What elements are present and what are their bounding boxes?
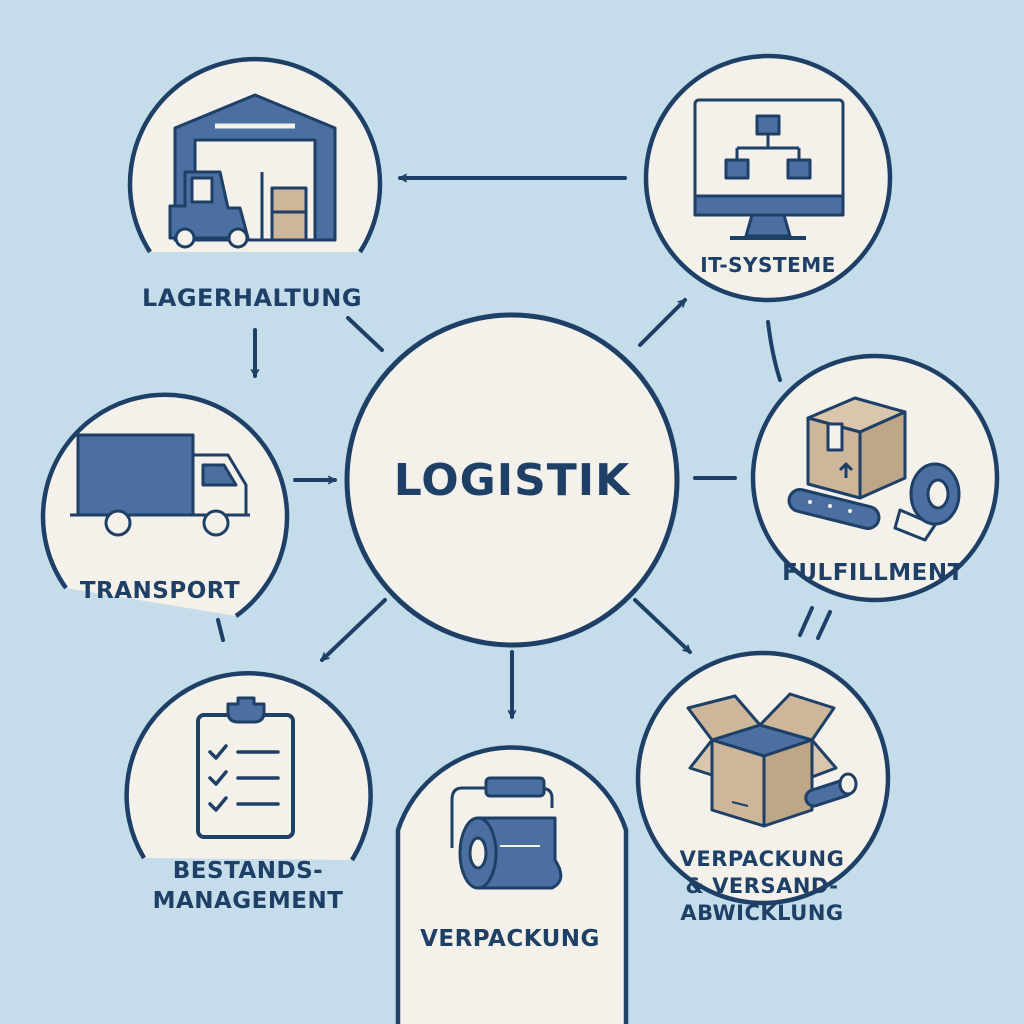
package-conveyor-icon: [787, 396, 961, 542]
bestandsmanagement-label-line1: BESTANDS-: [173, 858, 323, 884]
connector-it-fulfillment: [766, 320, 782, 382]
versand-label-line2: & VERSAND-: [686, 874, 839, 898]
warehouse-forklift-icon: [168, 93, 337, 249]
wrap-roll-icon: [450, 776, 563, 890]
connector-fulfillment-versand-b: [816, 610, 832, 640]
node-bestandsmanagement: BESTANDS- MANAGEMENT: [124, 671, 373, 914]
lagerhaltung-label: LAGERHALTUNG: [142, 284, 362, 312]
checklist-clipboard-icon: [196, 696, 295, 839]
connector-lager-center: [346, 316, 384, 352]
node-transport: TRANSPORT: [40, 392, 290, 618]
arrow-center-to-bestand: [320, 598, 387, 662]
node-fulfillment: FULFILLMENT: [750, 353, 1000, 603]
computer-network-icon: [693, 98, 845, 240]
center-label: LOGISTIK: [394, 455, 631, 506]
truck-icon: [70, 433, 250, 537]
center-node: LOGISTIK: [344, 312, 680, 648]
open-box-tape-icon: [686, 692, 858, 828]
arrow-center-to-versand: [633, 598, 692, 654]
node-it-systeme: IT-SYSTEME: [643, 53, 893, 303]
it-systeme-label: IT-SYSTEME: [700, 253, 836, 277]
transport-label: TRANSPORT: [80, 578, 240, 604]
bestandsmanagement-label-line2: MANAGEMENT: [153, 888, 344, 914]
verpackung-label: VERPACKUNG: [420, 926, 600, 952]
connector-transport-bestand: [216, 618, 225, 642]
node-lagerhaltung: LAGERHALTUNG: [127, 56, 383, 312]
connector-fulfillment-versand-a: [798, 606, 814, 637]
fulfillment-label: FULFILLMENT: [782, 560, 964, 586]
node-verpackung-versand: VERPACKUNG & VERSAND- ABWICKLUNG: [635, 650, 891, 925]
node-verpackung: VERPACKUNG: [395, 745, 629, 1024]
versand-label-line1: VERPACKUNG: [680, 847, 845, 871]
arrow-center-to-it: [638, 298, 687, 347]
versand-label-line3: ABWICKLUNG: [680, 901, 843, 925]
